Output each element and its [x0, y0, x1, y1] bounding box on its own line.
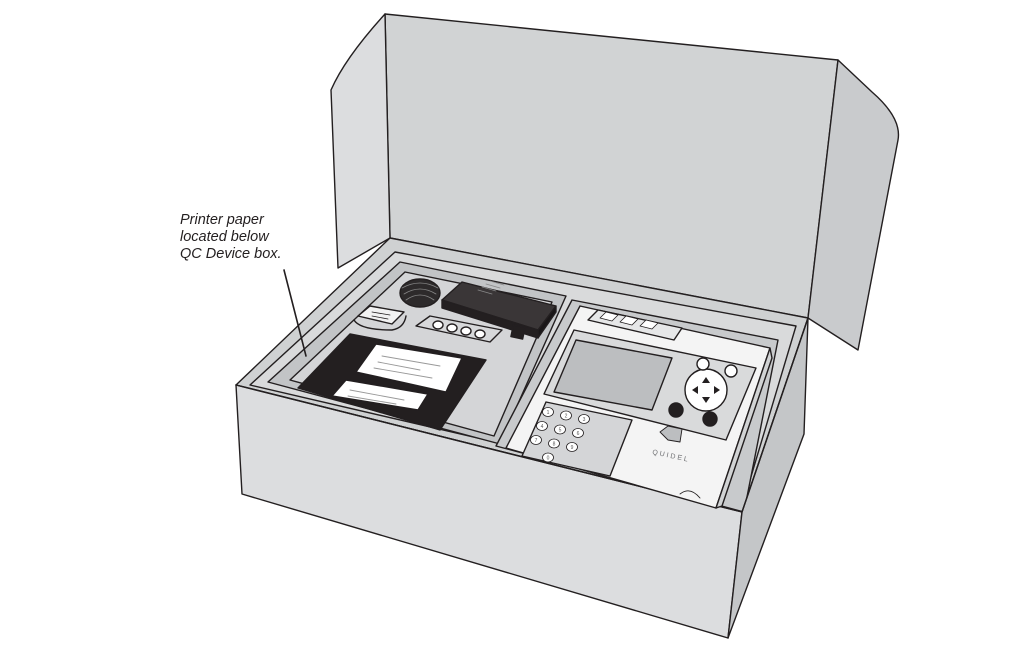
keypad-key: [548, 438, 560, 449]
nav-pad: [684, 368, 728, 412]
keypad-key: [578, 414, 590, 424]
keypad-key: [554, 424, 566, 435]
keypad-keys: 1 2 3 4 5 6 7 8 9 0: [530, 407, 590, 463]
keypad-key: [572, 428, 584, 438]
callout-leader-line: [283, 269, 307, 357]
keypad-key-label: 3: [583, 417, 586, 423]
power-adapter: [441, 280, 557, 340]
keypad-key: [542, 407, 554, 417]
keypad-key-label: 4: [541, 424, 544, 430]
lid-left-flap: [330, 13, 391, 269]
keypad-key-label: 0: [547, 455, 550, 461]
small-accessory: [353, 305, 407, 331]
keypad-key-label: 6: [577, 431, 580, 437]
keypad-key-label: 9: [571, 445, 574, 451]
keypad-key: [542, 452, 554, 463]
paper-roll: [399, 278, 441, 308]
keypad-key-label: 7: [535, 438, 538, 444]
keypad-key-label: 2: [565, 413, 568, 419]
cassette-holder: [415, 315, 503, 343]
lid-right-flap: [807, 59, 900, 351]
callout-line-3: QC Device box.: [180, 246, 282, 262]
brand-logo-icon: [659, 425, 683, 443]
keypad-key: [566, 442, 578, 452]
keypad-key: [536, 421, 548, 431]
keypad-key-label: 1: [547, 410, 550, 416]
keypad-key-label: 5: [559, 427, 562, 433]
callout-line-1: Printer paper: [180, 212, 264, 228]
reader-screen: [553, 339, 673, 411]
keypad-key: [560, 410, 572, 421]
reference-tray: [297, 333, 487, 431]
keypad-key-label: 8: [553, 441, 556, 447]
keypad-key: [530, 435, 542, 445]
printer-paper-callout: Printer paper located below QC Device bo…: [180, 212, 320, 263]
callout-line-2: located below: [180, 229, 269, 245]
box-top-edge: [235, 317, 809, 513]
